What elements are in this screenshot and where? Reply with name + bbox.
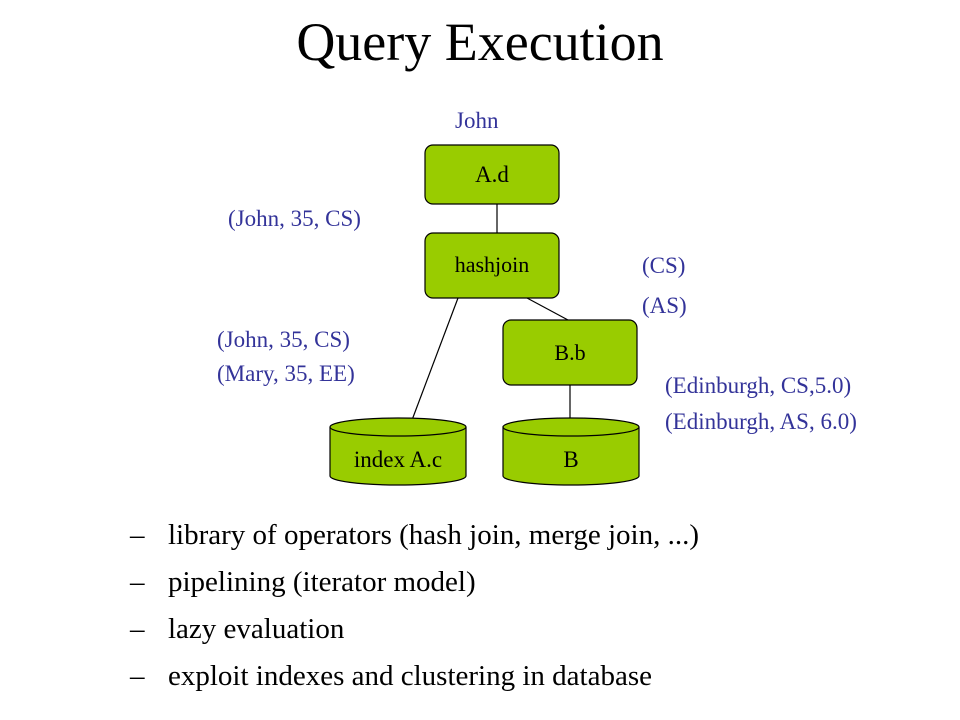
annotation-bb-output-1: (CS) [642,253,686,278]
bullet-item: –pipelining (iterator model) [130,559,699,606]
bullet-text: exploit indexes and clustering in databa… [168,660,652,692]
annotation-index-output-1: (John, 35, CS) [217,327,350,352]
bullet-item: –exploit indexes and clustering in datab… [130,653,699,700]
annotation-output: John [455,108,499,133]
edge-hashjoin-indexac [408,297,459,429]
annotation-b-output-1: (Edinburgh, CS,5.0) [665,373,852,398]
node-project-ad-label: A.d [475,162,509,187]
cylinder-b-label: B [563,447,578,472]
node-project-ad: A.d [424,144,560,205]
bullet-dash: – [130,660,145,692]
edge-hashjoin-bb [526,297,569,321]
node-project-bb-label: B.b [554,340,585,365]
annotation-join-output: (John, 35, CS) [228,206,361,231]
bullet-text: pipelining (iterator model) [168,566,476,598]
slide-title: Query Execution [296,12,664,72]
annotation-b-output-2: (Edinburgh, AS, 6.0) [665,409,857,434]
bullet-text: library of operators (hash join, merge j… [168,519,699,551]
cylinder-b: B [502,417,640,486]
bullet-dash: – [130,613,145,645]
bullet-list: –library of operators (hash join, merge … [130,512,699,700]
cylinder-index-ac: index A.c [329,417,467,486]
bullet-dash: – [130,519,145,551]
cylinder-index-ac-label: index A.c [354,447,442,472]
bullet-item: –library of operators (hash join, merge … [130,512,699,559]
node-hashjoin: hashjoin [424,232,560,299]
annotation-index-output-2: (Mary, 35, EE) [217,361,355,386]
node-hashjoin-label: hashjoin [455,252,530,277]
bullet-dash: – [130,566,145,598]
bullet-item: –lazy evaluation [130,606,699,653]
node-project-bb: B.b [502,319,638,386]
annotation-bb-output-2: (AS) [642,293,687,318]
bullet-text: lazy evaluation [168,613,345,645]
